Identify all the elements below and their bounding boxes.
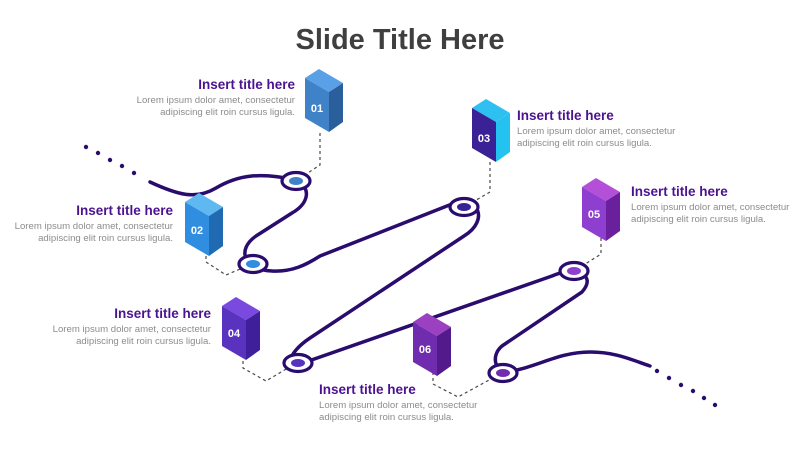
step-text-02: Insert title here Lorem ipsum dolor amet…	[13, 203, 173, 246]
step-description-03: Lorem ipsum dolor amet, consectetur adip…	[517, 126, 676, 150]
milestone-04-marker	[282, 352, 314, 374]
milestone-01-marker	[280, 170, 312, 192]
connector-01	[299, 133, 321, 179]
step-block-01: 01	[305, 69, 343, 132]
milestone-03-marker	[448, 196, 480, 218]
slide-title: Slide Title Here	[295, 24, 505, 56]
step-block-04: 04	[222, 297, 260, 360]
step-block-06: 06	[413, 313, 451, 376]
step-number-03: 03	[478, 133, 490, 145]
step-description-02: Lorem ipsum dolor amet, consectetur adip…	[14, 221, 173, 245]
step-number-04: 04	[228, 328, 241, 340]
leading-dots	[83, 144, 137, 176]
step-title-06: Insert title here	[319, 382, 416, 397]
step-block-03: 03	[472, 99, 510, 162]
milestone-02-marker	[237, 253, 269, 275]
milestone-06-marker	[487, 362, 519, 384]
step-text-05: Insert title here Lorem ipsum dolor amet…	[631, 184, 791, 227]
step-title-04: Insert title here	[114, 306, 211, 321]
step-title-05: Insert title here	[631, 184, 728, 199]
step-number-06: 06	[419, 344, 431, 356]
step-text-01: Insert title here Lorem ipsum dolor amet…	[135, 77, 295, 120]
connector-02	[205, 250, 253, 276]
step-title-02: Insert title here	[76, 203, 173, 218]
step-number-05: 05	[588, 209, 600, 221]
step-number-02: 02	[191, 225, 203, 237]
trailing-dots	[654, 368, 718, 408]
step-text-04: Insert title here Lorem ipsum dolor amet…	[51, 306, 211, 349]
step-description-04: Lorem ipsum dolor amet, consectetur adip…	[52, 324, 211, 348]
step-description-01: Lorem ipsum dolor amet, consectetur adip…	[136, 95, 295, 119]
step-title-01: Insert title here	[198, 77, 295, 92]
step-text-06: Insert title here Lorem ipsum dolor amet…	[319, 382, 479, 425]
connector-06	[432, 372, 503, 398]
step-title-03: Insert title here	[517, 108, 614, 123]
milestone-markers	[237, 170, 590, 384]
step-block-05: 05	[582, 178, 620, 241]
step-description-05: Lorem ipsum dolor amet, consectetur adip…	[631, 202, 790, 226]
milestone-05-marker	[558, 260, 590, 282]
connector-04	[242, 355, 299, 382]
step-number-01: 01	[311, 103, 323, 115]
step-block-02: 02	[185, 193, 223, 256]
step-description-06: Lorem ipsum dolor amet, consectetur adip…	[319, 400, 478, 424]
step-text-03: Insert title here Lorem ipsum dolor amet…	[517, 108, 677, 151]
